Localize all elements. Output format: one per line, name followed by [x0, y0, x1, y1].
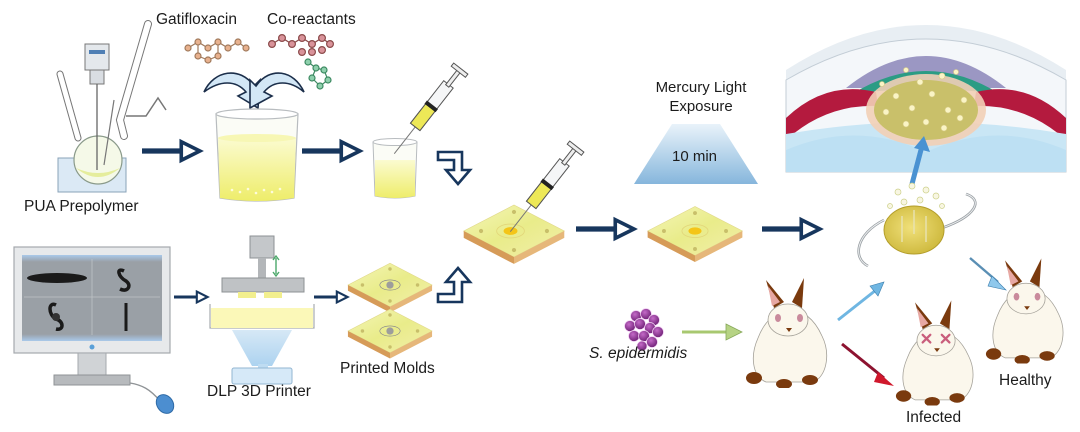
- rabbit-icon: [985, 258, 1064, 364]
- reactor-label: PUA Prepolymer: [24, 198, 139, 215]
- monitor-icon: [13, 246, 171, 402]
- dlp-printer-icon: [209, 235, 315, 385]
- mold-icon: [347, 308, 433, 359]
- beaker-icon: [372, 138, 418, 199]
- uv-lamp-icon: [634, 124, 758, 184]
- flow-arrow-icon: [762, 216, 824, 242]
- treatment-arrow-icon: [837, 281, 885, 322]
- flow-arrow-icon: [142, 138, 204, 164]
- healthy-arrow-icon: [969, 257, 1007, 291]
- molecule-icon: [184, 38, 250, 64]
- flow-arrow-icon: [302, 138, 364, 164]
- flow-arrow-icon: [314, 290, 350, 304]
- turn-arrow-icon: [436, 266, 473, 304]
- curing-title-line2: Exposure: [669, 98, 733, 115]
- rabbit-icon: [745, 278, 828, 388]
- flow-arrow-icon: [576, 216, 638, 242]
- intraocular-lens-icon: [857, 182, 977, 268]
- mouse-icon: [155, 394, 175, 414]
- curing-title-line1: Mercury Light: [655, 79, 747, 96]
- curing-duration: 10 min: [672, 148, 718, 165]
- infected-arrow-icon: [841, 342, 894, 386]
- beaker-icon: [215, 108, 299, 202]
- turn-arrow-icon: [436, 150, 473, 186]
- infection-arrow-icon: [682, 323, 743, 341]
- rabbit-icon: [895, 300, 974, 406]
- coreactant-label: Co-reactants: [267, 11, 356, 28]
- healthy-label: Healthy: [999, 372, 1052, 389]
- mold-icon: [647, 206, 743, 263]
- infected-label: Infected: [906, 409, 962, 426]
- release-arrow-icon: [909, 136, 930, 185]
- molds-label: Printed Molds: [340, 360, 435, 377]
- eye-cross-section-icon: [785, 25, 1067, 173]
- mold-icon: [347, 262, 433, 313]
- molecule-icon: [304, 58, 332, 90]
- syringe-icon: [509, 140, 585, 233]
- flow-arrow-icon: [174, 290, 210, 304]
- drug-label: Gatifloxacin: [156, 11, 237, 28]
- molecule-icon: [267, 33, 334, 57]
- printer-label: DLP 3D Printer: [207, 383, 311, 400]
- bacteria-label: S. epidermidis: [589, 345, 688, 362]
- curved-arrow-icon: [203, 72, 305, 110]
- reactor-flask-icon: [56, 20, 167, 193]
- syringe-icon: [393, 62, 469, 155]
- curing-title: Mercury Light Exposure: [646, 78, 756, 116]
- bacteria-icon: [624, 308, 664, 352]
